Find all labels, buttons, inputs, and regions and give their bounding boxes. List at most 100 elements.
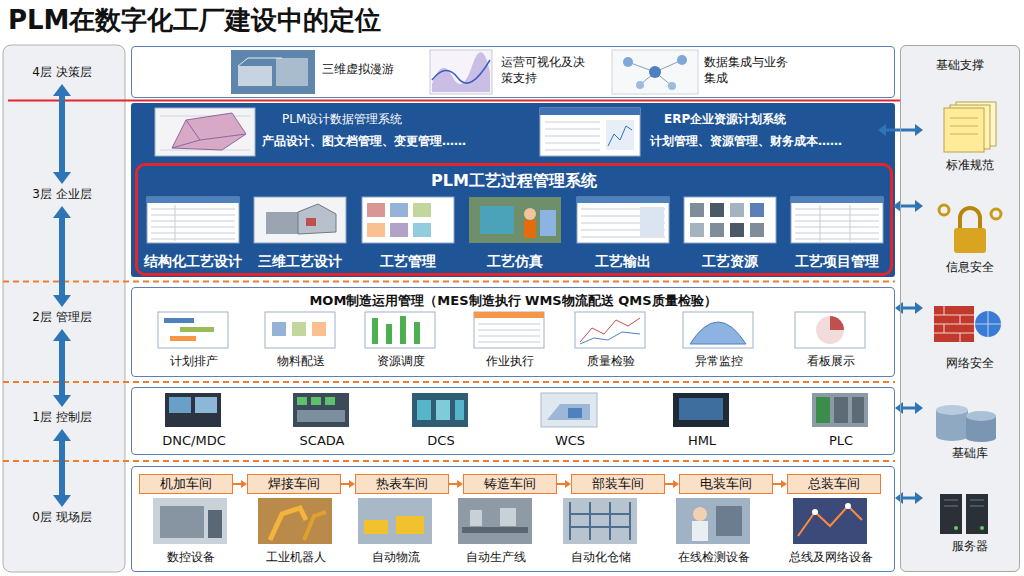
connector — [59, 218, 65, 295]
module-item: 工艺管理 — [357, 194, 459, 272]
node-text: 工艺管理 — [357, 252, 459, 270]
support-panel: 基础支撑标准规范信息安全网络安全基础库服务器 — [900, 45, 1020, 572]
module-item: 工艺输出 — [572, 194, 674, 272]
layer-label: 0层 现场层 — [14, 507, 110, 529]
node-text: 1层 控制层 — [14, 410, 110, 426]
layer-label: 2层 管理层 — [14, 307, 110, 329]
support-item: 信息安全 — [923, 198, 1017, 277]
module-item: 三维工艺设计 — [249, 194, 351, 272]
node-text: 工艺输出 — [572, 252, 674, 270]
connector — [59, 341, 65, 395]
node-text: 工艺资源 — [679, 252, 781, 270]
connector — [773, 483, 781, 485]
node-text: 热表车间 — [356, 476, 448, 493]
connector — [233, 483, 241, 485]
workshop-tab: 机加车间 — [139, 474, 233, 494]
node-text: 结构化工艺设计 — [142, 252, 244, 270]
node-text: 基础库 — [923, 446, 1017, 462]
node-text: MOM制造运用管理（MES制造执行 WMS物流配送 QMS质量检验） — [132, 293, 894, 310]
layer-label: 4层 决策层 — [14, 62, 110, 84]
node-text: 自动物流 — [346, 550, 446, 566]
node-text: 服务器 — [923, 539, 1017, 555]
field-images — [153, 498, 867, 544]
module-item: 工艺仿真 — [464, 194, 566, 272]
node-text: 焊接车间 — [248, 476, 340, 493]
enterprise-band — [131, 103, 895, 277]
node-text: 数控设备 — [141, 550, 241, 566]
node-text: 3层 企业层 — [14, 187, 110, 203]
workshop-tab: 总装车间 — [787, 474, 881, 494]
support-item: 网络安全 — [923, 300, 1017, 373]
title: PLM在数字化工厂建设中的定位 — [8, 3, 382, 38]
node-text: PLC — [796, 433, 886, 450]
field-layer-box: 数控设备工业机器人自动物流自动生产线自动化仓储在线检测设备 总线及网络设备 机加车间… — [131, 466, 895, 572]
system-block: PLM设计数据管理系统产品设计、图文档管理、变更管理…… — [262, 108, 512, 156]
node-text: 标准规范 — [923, 158, 1017, 174]
node-text: 铸造车间 — [464, 476, 556, 493]
process-module-images — [147, 197, 883, 243]
module-item: 工艺项目管理 — [786, 194, 888, 272]
module-item: 工艺资源 — [679, 194, 781, 272]
node-text: 计划排产 — [149, 354, 239, 370]
process-system-box: PLM工艺过程管理系统结构化工艺设计三维工艺设计工艺管理工艺仿真工艺输出工艺资源… — [135, 163, 893, 276]
layer-label: 3层 企业层 — [14, 184, 110, 206]
control-layer-box: DNC/MDCSCADADCSWCSHMLPLC — [131, 387, 895, 455]
node-text: 资源调度 — [356, 354, 446, 370]
node-text: 三维虚拟漫游 — [322, 62, 422, 78]
node-text: 看板展示 — [786, 354, 876, 370]
connector — [903, 307, 915, 310]
node-text: 在线检测设备 — [664, 550, 764, 566]
node-text: PLM设计数据管理系统 — [282, 112, 502, 128]
node-text: PLM工艺过程管理系统 — [138, 171, 890, 192]
connector — [449, 483, 457, 485]
node-text: 计划管理、资源管理、财务成本…… — [650, 134, 878, 150]
node-text: 总装车间 — [788, 476, 880, 493]
node-text: 0层 现场层 — [14, 510, 110, 526]
node-text: 工艺仿真 — [464, 252, 566, 270]
management-layer-box: MOM制造运用管理（MES制造执行 WMS物流配送 QMS质量检验） 计划排产 物料… — [131, 287, 895, 377]
node-text: 产品设计、图文档管理、变更管理…… — [262, 134, 512, 150]
workshop-tab: 部装车间 — [571, 474, 665, 494]
node-text: 部装车间 — [572, 476, 664, 493]
workshop-tab: 铸造车间 — [463, 474, 557, 494]
system-block: ERP企业资源计划系统计划管理、资源管理、财务成本…… — [650, 108, 878, 156]
support-item: 服务器 — [923, 490, 1017, 556]
decision-layer-box: 三维虚拟漫游运营可视化及决策支持数据集成与业务集成 — [131, 46, 895, 98]
connector — [901, 205, 915, 208]
management-images — [158, 312, 865, 348]
red-divider — [8, 100, 900, 102]
node-text: 数据集成与业务集成 — [704, 55, 792, 86]
control-images — [165, 393, 868, 427]
workshop-tab: 热表车间 — [355, 474, 449, 494]
node-text: ERP企业资源计划系统 — [664, 112, 878, 128]
node-text: 总线及网络设备 — [781, 550, 881, 566]
connector — [59, 96, 65, 172]
connector — [341, 483, 349, 485]
node-text: 自动生产线 — [446, 550, 546, 566]
node-text: 机加车间 — [140, 476, 232, 493]
node-text: 电装车间 — [680, 476, 772, 493]
node-text: 信息安全 — [923, 260, 1017, 276]
node-text: 物料配送 — [256, 354, 346, 370]
layer-label: 1层 控制层 — [14, 407, 110, 429]
connector — [557, 483, 565, 485]
node-text: 自动化仓储 — [551, 550, 651, 566]
node-text: 工业机器人 — [246, 550, 346, 566]
node-text: WCS — [525, 433, 615, 450]
connector — [665, 483, 673, 485]
support-item: 标准规范 — [923, 95, 1017, 175]
workshop-tab: 电装车间 — [679, 474, 773, 494]
enterprise-images — [155, 108, 640, 156]
connector — [903, 407, 915, 410]
connector — [59, 441, 65, 495]
node-text: 网络安全 — [923, 356, 1017, 372]
node-text: 2层 管理层 — [14, 310, 110, 326]
layer-dividers — [3, 282, 895, 462]
workshop-tab: 焊接车间 — [247, 474, 341, 494]
node-text: 4层 决策层 — [14, 65, 110, 81]
node-text: DCS — [396, 433, 486, 450]
module-item: 结构化工艺设计 — [142, 194, 244, 272]
side-panels — [3, 45, 1020, 572]
node-text: 工艺项目管理 — [786, 252, 888, 270]
